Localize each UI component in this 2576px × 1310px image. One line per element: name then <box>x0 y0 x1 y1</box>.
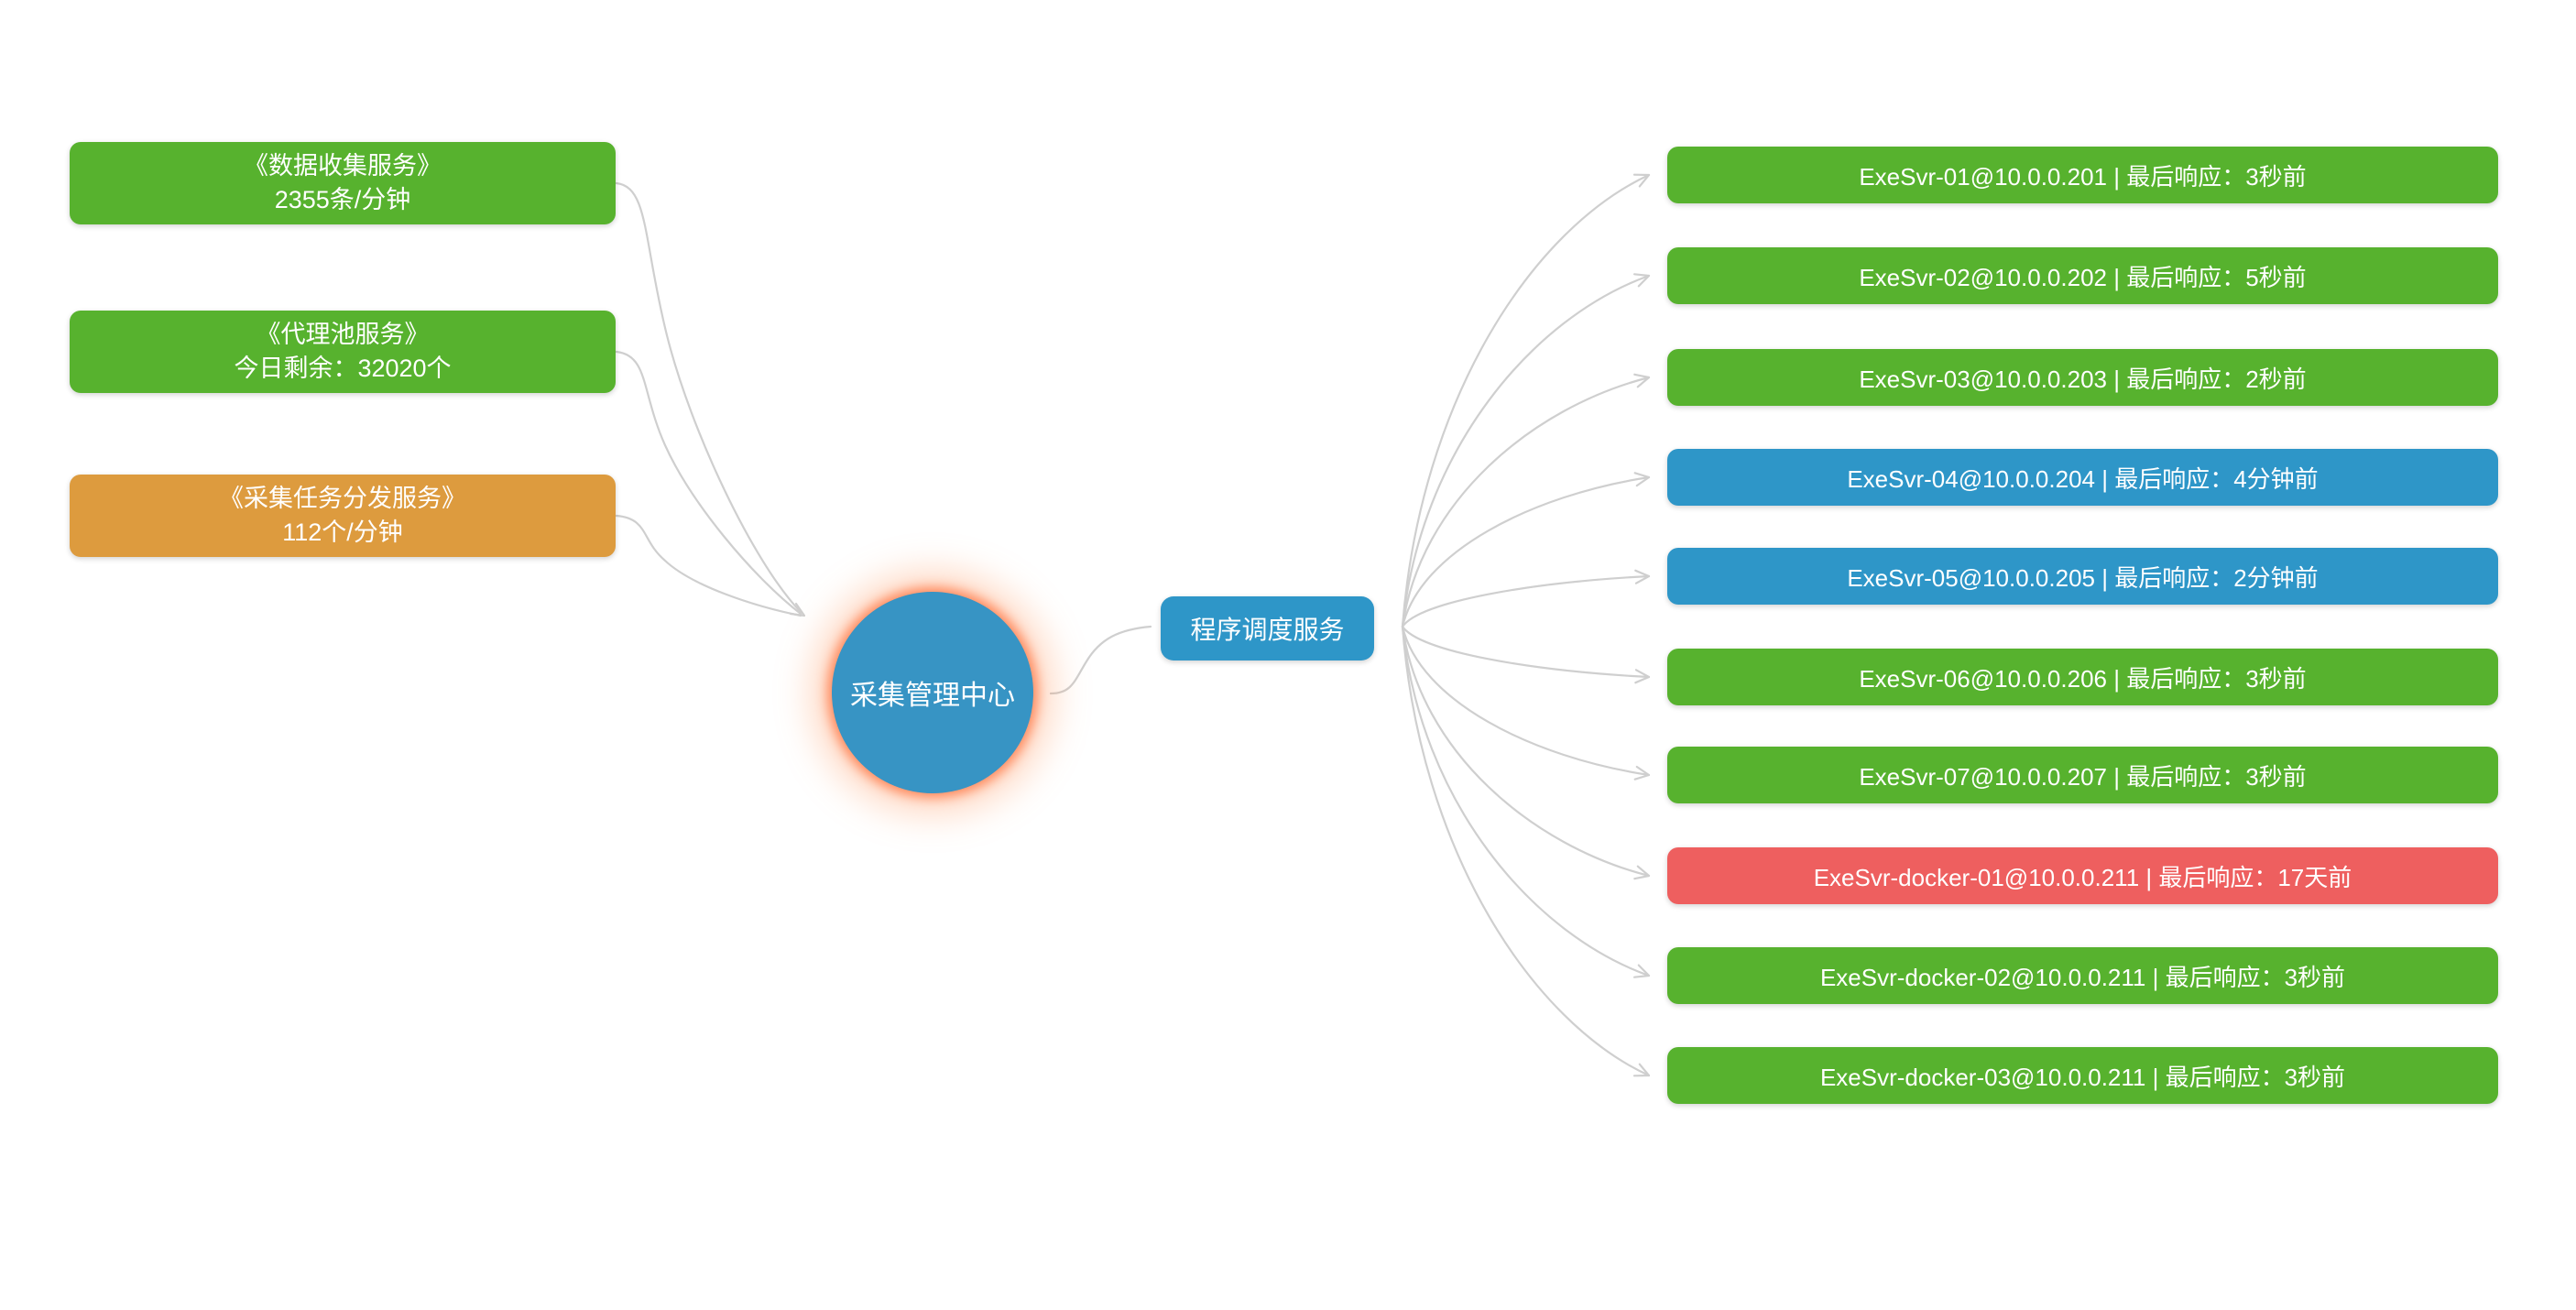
connector-path <box>1401 274 1651 628</box>
service-node-metric: 2355条/分钟 <box>274 186 411 213</box>
connector-arrowhead <box>1634 669 1651 684</box>
connector-path <box>1401 574 1651 628</box>
root-node-label: 采集管理中心 <box>850 681 1015 711</box>
connector-path <box>1401 625 1651 977</box>
connector-path <box>615 350 802 616</box>
server-node-label: ExeSvr-07@10.0.0.207 | 最后响应：3秒前 <box>1859 762 2307 791</box>
connector-arrowhead <box>1633 865 1651 880</box>
service-node-metric: 112个/分钟 <box>282 519 403 546</box>
service-node-metric: 今日剩余：32020个 <box>234 355 452 382</box>
connector-path <box>615 514 802 617</box>
connector-arrowhead <box>1633 964 1651 978</box>
server-node-label: ExeSvr-docker-01@10.0.0.211 | 最后响应：17天前 <box>1813 863 2352 891</box>
server-node-label: ExeSvr-03@10.0.0.203 | 最后响应：2秒前 <box>1859 365 2307 393</box>
service-node-task-dispatch[interactable]: 《采集任务分发服务》 112个/分钟 <box>70 475 616 557</box>
connector-path <box>615 181 802 614</box>
server-node-label: ExeSvr-docker-02@10.0.0.211 | 最后响应：3秒前 <box>1819 963 2346 991</box>
connector-arrowhead <box>789 602 806 617</box>
server-node[interactable]: ExeSvr-06@10.0.0.206 | 最后响应：3秒前 <box>1667 649 2498 705</box>
service-node-title: 《代理池服务》 <box>256 321 430 348</box>
connector-path <box>1401 625 1651 878</box>
connector-path <box>1401 376 1651 628</box>
server-node-label: ExeSvr-05@10.0.0.205 | 最后响应：2分钟前 <box>1847 563 2319 592</box>
server-node-label: ExeSvr-docker-03@10.0.0.211 | 最后响应：3秒前 <box>1819 1063 2346 1091</box>
service-node-title: 《采集任务分发服务》 <box>219 485 466 512</box>
server-node-label: ExeSvr-01@10.0.0.201 | 最后响应：3秒前 <box>1859 162 2307 191</box>
server-node[interactable]: ExeSvr-02@10.0.0.202 | 最后响应：5秒前 <box>1667 247 2498 304</box>
server-node[interactable]: ExeSvr-07@10.0.0.207 | 最后响应：3秒前 <box>1667 747 2498 803</box>
connector-arrowhead <box>1633 765 1651 781</box>
root-node-collection-center[interactable]: 采集管理中心 <box>832 592 1033 793</box>
service-node-title: 《数据收集服务》 <box>244 152 442 180</box>
server-node[interactable]: ExeSvr-docker-02@10.0.0.211 | 最后响应：3秒前 <box>1667 947 2498 1004</box>
connector-path <box>1401 173 1651 628</box>
connector-arrowhead <box>1633 273 1651 288</box>
service-node-data-collection[interactable]: 《数据收集服务》 2355条/分钟 <box>70 142 616 224</box>
connector-arrowhead <box>1633 472 1651 487</box>
server-node-label: ExeSvr-02@10.0.0.202 | 最后响应：5秒前 <box>1859 263 2307 291</box>
server-node[interactable]: ExeSvr-05@10.0.0.205 | 最后响应：2分钟前 <box>1667 548 2498 605</box>
server-node[interactable]: ExeSvr-01@10.0.0.201 | 最后响应：3秒前 <box>1667 147 2498 203</box>
service-node-proxy-pool[interactable]: 《代理池服务》 今日剩余：32020个 <box>70 311 616 393</box>
server-node[interactable]: ExeSvr-04@10.0.0.204 | 最后响应：4分钟前 <box>1667 449 2498 506</box>
server-node-label: ExeSvr-06@10.0.0.206 | 最后响应：3秒前 <box>1859 664 2307 693</box>
connector-path <box>1401 625 1651 679</box>
server-node[interactable]: ExeSvr-docker-03@10.0.0.211 | 最后响应：3秒前 <box>1667 1047 2498 1104</box>
connector-arrowhead <box>1634 569 1651 584</box>
server-node[interactable]: ExeSvr-docker-01@10.0.0.211 | 最后响应：17天前 <box>1667 847 2498 904</box>
server-node-label: ExeSvr-04@10.0.0.204 | 最后响应：4分钟前 <box>1847 464 2319 493</box>
connector-arrowhead <box>1633 373 1651 388</box>
connector-path <box>1049 625 1152 695</box>
connector-path <box>1401 625 1651 1077</box>
scheduler-node-label: 程序调度服务 <box>1190 616 1345 644</box>
server-node[interactable]: ExeSvr-03@10.0.0.203 | 最后响应：2秒前 <box>1667 349 2498 406</box>
connector-arrowhead <box>1632 1063 1651 1077</box>
connector-path <box>1401 625 1651 777</box>
scheduler-node[interactable]: 程序调度服务 <box>1161 596 1374 660</box>
connector-arrowhead <box>1632 173 1651 188</box>
connector-path <box>1401 475 1651 628</box>
